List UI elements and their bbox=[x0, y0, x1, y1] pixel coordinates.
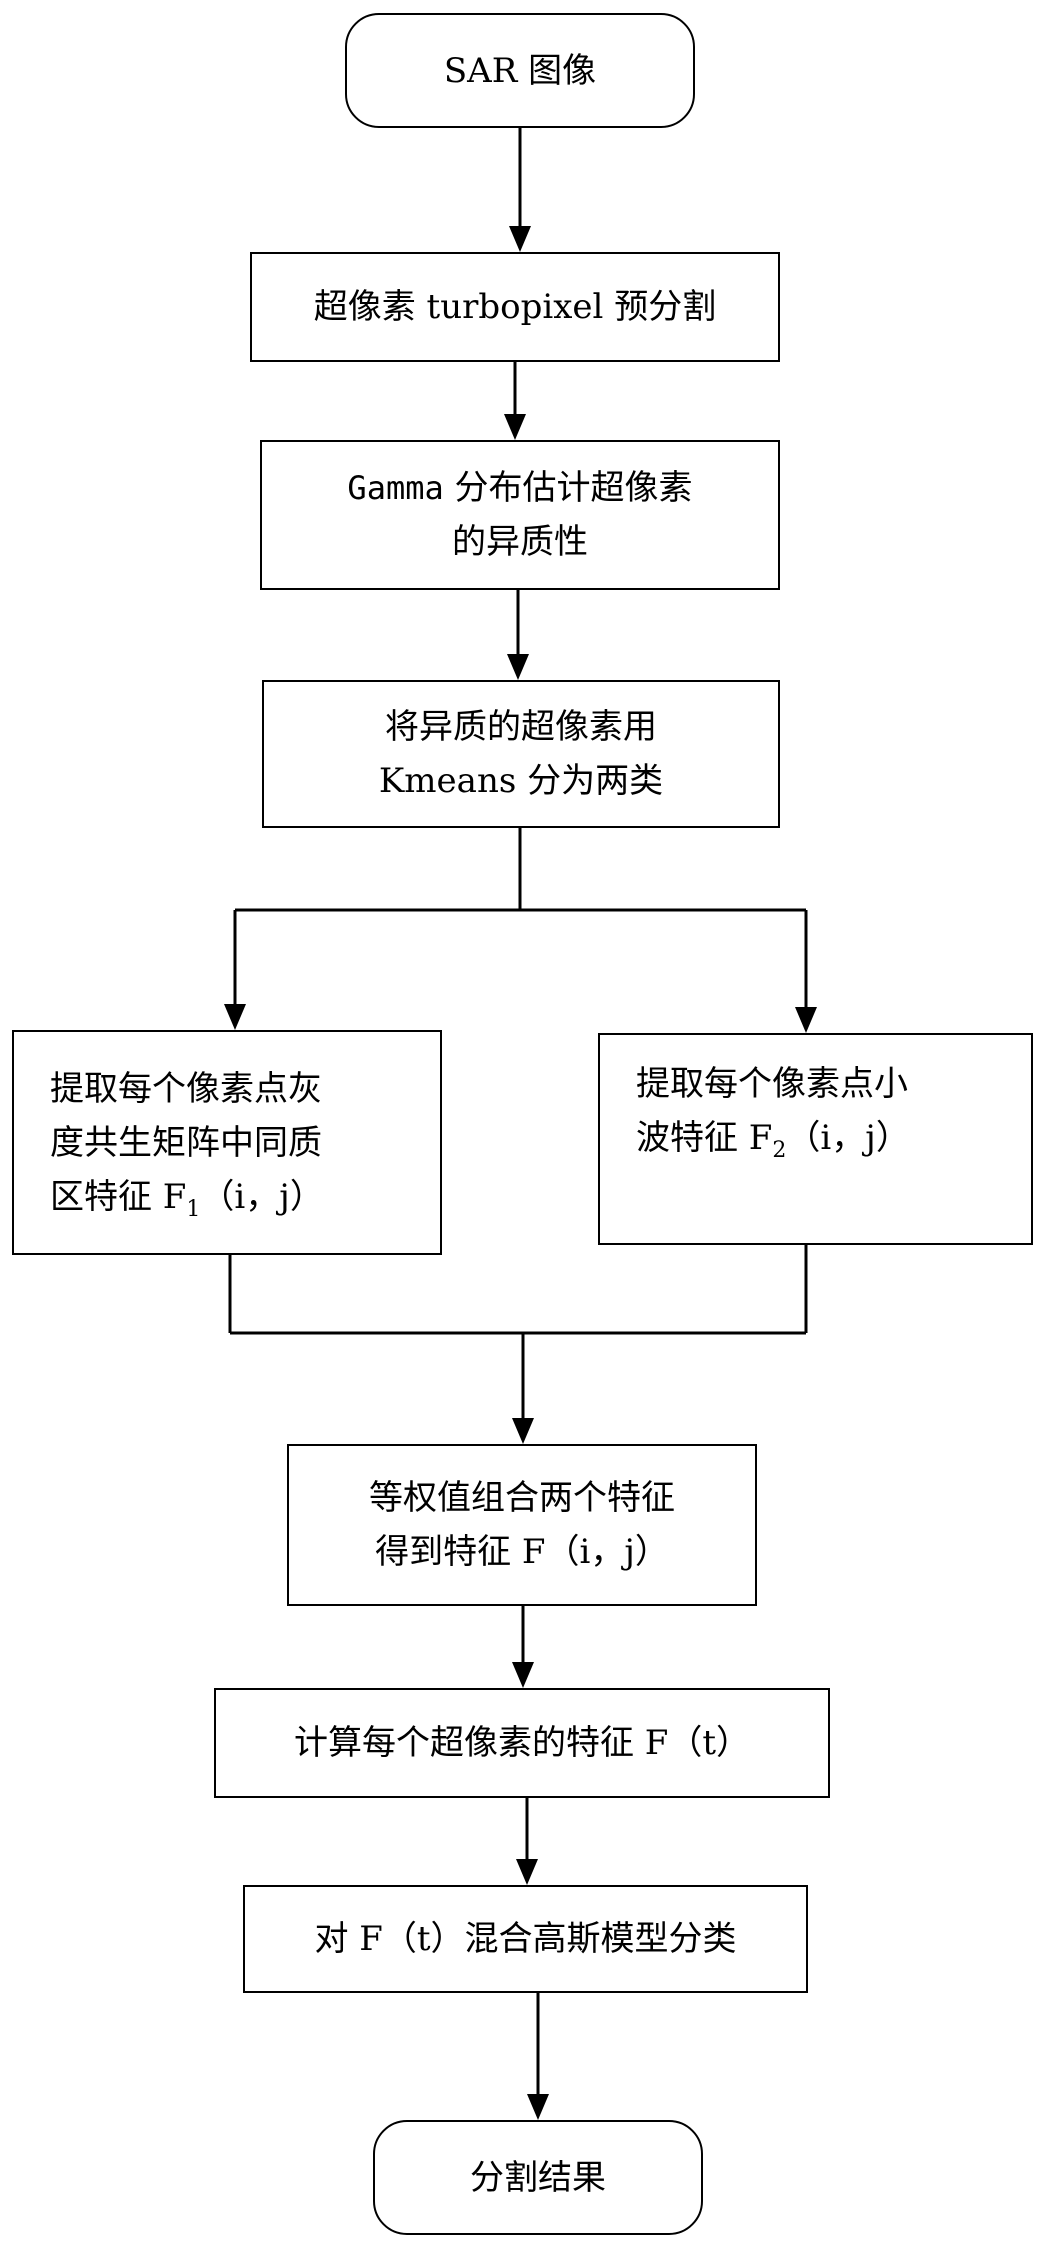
node-glcm-line2: 度共生矩阵中同质 bbox=[50, 1122, 322, 1163]
node-glcm-line3: 区特征 F1（i，j） bbox=[50, 1170, 324, 1224]
node-combine: 等权值组合两个特征 得到特征 F（i，j） bbox=[287, 1444, 757, 1606]
node-glcm-line1: 提取每个像素点灰 bbox=[50, 1068, 322, 1109]
node-wavelet-sub: 2 bbox=[772, 1137, 787, 1163]
edge-superfeat-to-gmm-head bbox=[516, 1859, 538, 1885]
edge-sar-to-presegment-head bbox=[509, 226, 531, 252]
node-wavelet-line1: 提取每个像素点小 bbox=[636, 1064, 908, 1104]
edge-split-to-glcm-head bbox=[224, 1004, 246, 1030]
node-gamma-line2: 的异质性 bbox=[452, 522, 588, 562]
node-combine-line2: 得到特征 F（i，j） bbox=[375, 1532, 669, 1572]
node-sar-image-text: SAR 图像 bbox=[443, 50, 597, 91]
node-sar-image: SAR 图像 bbox=[345, 13, 695, 128]
node-kmeans-line1: 将异质的超像素用 bbox=[385, 707, 657, 747]
node-glcm-feature: 提取每个像素点灰 度共生矩阵中同质 区特征 F1（i，j） bbox=[12, 1030, 442, 1255]
edge-merge-to-combine-head bbox=[512, 1418, 534, 1444]
node-segment-result-text: 分割结果 bbox=[470, 2157, 606, 2198]
edge-gamma-to-kmeans-head bbox=[507, 654, 529, 680]
node-glcm-sub: 1 bbox=[186, 1196, 201, 1222]
node-wavelet-line2: 波特征 F2（i，j） bbox=[636, 1111, 910, 1165]
node-gamma-line1: Gamma 分布估计超像素 bbox=[347, 461, 692, 515]
node-wavelet-feature: 提取每个像素点小 波特征 F2（i，j） bbox=[598, 1033, 1033, 1245]
node-gamma: Gamma 分布估计超像素 的异质性 bbox=[260, 440, 780, 590]
node-gamma-rest: 分布估计超像素 bbox=[443, 468, 693, 508]
node-wavelet-tail: （i，j） bbox=[786, 1118, 910, 1158]
node-superpixel-feature: 计算每个超像素的特征 F（t） bbox=[214, 1688, 830, 1798]
node-gmm-classify-text: 对 F（t）混合高斯模型分类 bbox=[314, 1919, 737, 1959]
node-glcm-tail: （i，j） bbox=[200, 1176, 324, 1217]
node-superpixel-feature-text: 计算每个超像素的特征 F（t） bbox=[293, 1723, 751, 1763]
edge-presegment-to-gamma-head bbox=[504, 414, 526, 440]
node-wavelet-line2-head: 波特征 F bbox=[636, 1118, 773, 1158]
edge-split-to-wavelet-head bbox=[795, 1007, 817, 1033]
node-gamma-word: Gamma bbox=[347, 469, 444, 507]
node-segment-result: 分割结果 bbox=[373, 2120, 703, 2235]
node-gmm-classify: 对 F（t）混合高斯模型分类 bbox=[243, 1885, 808, 1993]
node-glcm-line3-head: 区特征 F bbox=[50, 1176, 187, 1217]
node-presegment-text: 超像素 turbopixel 预分割 bbox=[313, 287, 717, 327]
node-kmeans-line2: Kmeans 分为两类 bbox=[378, 761, 664, 801]
edge-gmm-to-result-head bbox=[527, 2094, 549, 2120]
node-kmeans: 将异质的超像素用 Kmeans 分为两类 bbox=[262, 680, 780, 828]
edge-combine-to-superfeat-head bbox=[512, 1662, 534, 1688]
node-presegment: 超像素 turbopixel 预分割 bbox=[250, 252, 780, 362]
node-combine-line1: 等权值组合两个特征 bbox=[369, 1478, 675, 1518]
